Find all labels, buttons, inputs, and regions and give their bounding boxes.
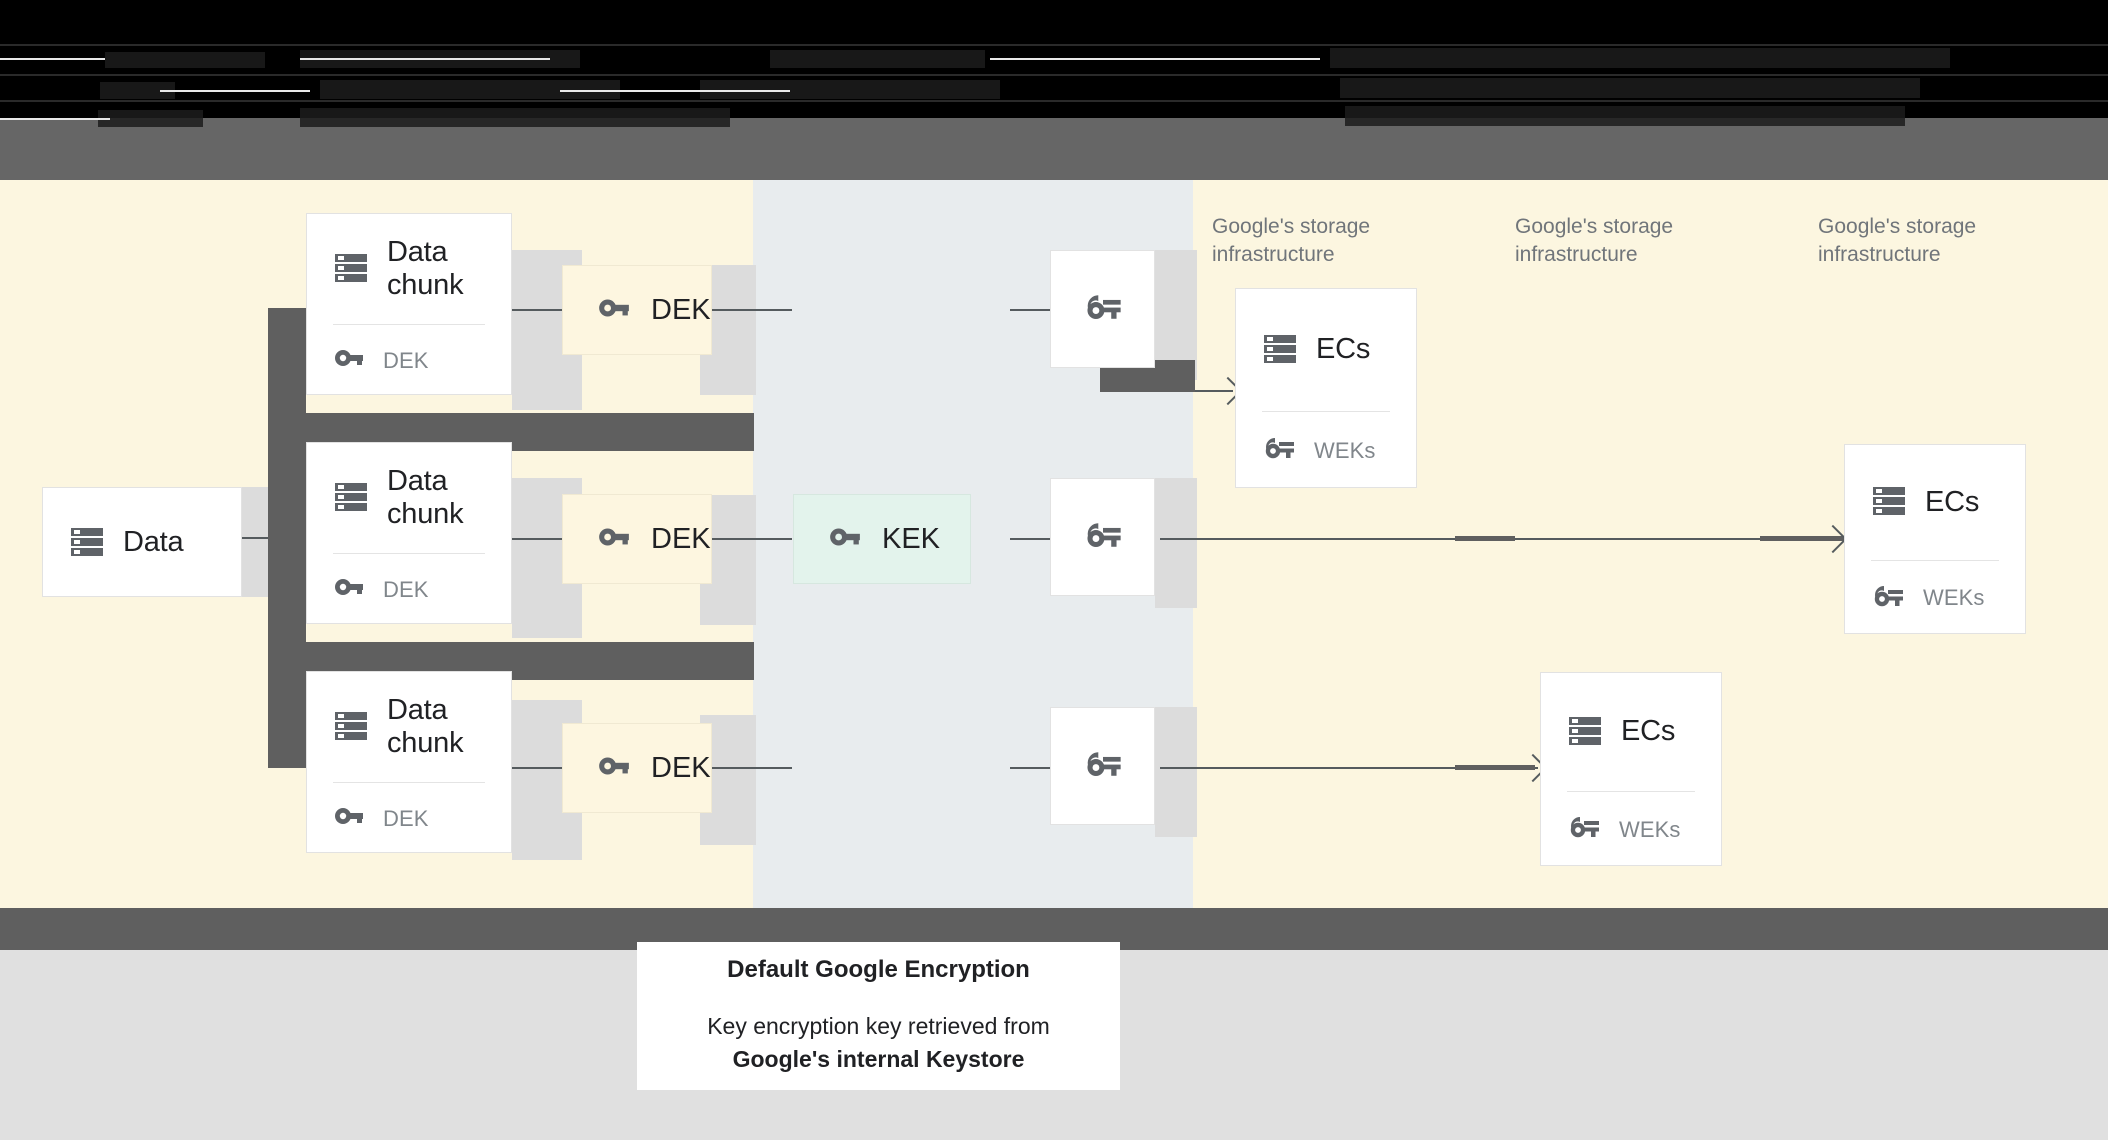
card-divider: [1567, 791, 1695, 792]
wrapped-key-box[interactable]: [1050, 478, 1155, 596]
key-icon: [333, 342, 365, 379]
server-stack-icon: [1567, 712, 1603, 753]
wrapped-key-icon: [1083, 515, 1123, 560]
data-source-title: Data: [123, 526, 184, 559]
server-stack-icon: [333, 478, 369, 519]
dek-label: DEK: [651, 522, 711, 555]
card-divider: [1871, 560, 1999, 561]
data-chunk-card[interactable]: Data chunk DEK: [306, 442, 512, 624]
top-gray-band: [0, 118, 2108, 180]
dek-box[interactable]: DEK: [562, 723, 712, 813]
server-stack-icon: [1871, 482, 1907, 523]
server-stack-icon: [69, 523, 105, 564]
key-icon: [333, 571, 365, 608]
card-divider: [333, 553, 485, 554]
storage-infrastructure-label: Google's storage infrastructure: [1515, 215, 1674, 266]
dek-box[interactable]: DEK: [562, 265, 712, 355]
wrapped-key-box[interactable]: [1050, 707, 1155, 825]
caption-panel: Default Google Encryption Key encryption…: [637, 942, 1120, 1090]
ecs-card[interactable]: ECs WEKs: [1235, 288, 1417, 488]
key-icon: [333, 800, 365, 837]
key-icon: [597, 520, 631, 559]
server-stack-icon: [333, 707, 369, 748]
kek-label: KEK: [882, 522, 941, 555]
wrapped-key-icon: [1567, 810, 1601, 849]
server-stack-icon: [1262, 330, 1298, 371]
caption-body-line1: Key encryption key retrieved from: [707, 1012, 1050, 1039]
caption-title: Default Google Encryption: [727, 955, 1030, 983]
server-stack-icon: [333, 249, 369, 290]
ecs-title: ECs: [1925, 485, 1980, 518]
wrapped-key-box[interactable]: [1050, 250, 1155, 368]
storage-infrastructure-label: Google's storage infrastructure: [1818, 215, 1977, 266]
weks-sublabel: WEKs: [1923, 585, 1985, 610]
key-icon: [597, 291, 631, 330]
data-chunk-title: Data chunk: [387, 464, 464, 532]
data-chunk-title: Data chunk: [387, 235, 464, 303]
data-source-card[interactable]: Data: [42, 487, 242, 597]
data-chunk-title: Data chunk: [387, 693, 464, 761]
caption-body-line2: Google's internal Keystore: [732, 1046, 1025, 1072]
ecs-title: ECs: [1316, 333, 1371, 366]
card-divider: [333, 324, 485, 325]
weks-sublabel: WEKs: [1314, 437, 1376, 463]
key-icon: [597, 749, 631, 788]
chunk-title-line2: chunk: [387, 727, 464, 759]
key-icon: [828, 520, 862, 559]
ecs-card[interactable]: ECs WEKs: [1844, 444, 2026, 634]
storage-infrastructure-label: Google's storage infrastructure: [1212, 215, 1371, 266]
caption-body: Key encryption key retrieved from Google…: [707, 1010, 1050, 1077]
data-chunk-card[interactable]: Data chunk DEK: [306, 671, 512, 853]
dek-sublabel: DEK: [383, 576, 429, 602]
data-chunk-card[interactable]: Data chunk DEK: [306, 213, 512, 395]
ecs-title: ECs: [1621, 715, 1676, 748]
wrapped-key-icon: [1083, 287, 1123, 332]
card-divider: [1262, 411, 1390, 412]
kek-box[interactable]: KEK: [793, 494, 971, 584]
wrapped-key-icon: [1083, 744, 1123, 789]
chunk-title-line2: chunk: [387, 269, 464, 301]
wrapped-key-icon: [1262, 431, 1296, 470]
chunk-title-line1: Data: [387, 464, 448, 497]
chunk-title-line1: Data: [387, 693, 448, 726]
dek-box[interactable]: DEK: [562, 494, 712, 584]
dek-sublabel: DEK: [383, 805, 429, 831]
dek-label: DEK: [651, 293, 711, 326]
chunk-title-line2: chunk: [387, 498, 464, 530]
chunk-title-line1: Data: [387, 235, 448, 268]
dek-sublabel: DEK: [383, 347, 429, 373]
wrapped-key-icon: [1871, 579, 1905, 618]
weks-sublabel: WEKs: [1619, 816, 1681, 842]
dek-label: DEK: [651, 751, 711, 784]
ecs-card[interactable]: ECs WEKs: [1540, 672, 1722, 866]
card-divider: [333, 782, 485, 783]
